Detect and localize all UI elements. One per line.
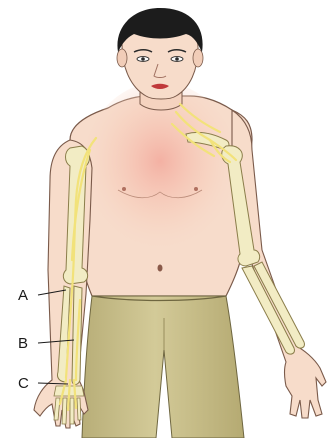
label-a: A (18, 287, 28, 304)
trousers (82, 296, 244, 438)
label-c: C (18, 375, 29, 392)
right-pupil (175, 57, 179, 61)
left-ear (117, 49, 127, 67)
left-pupil (141, 57, 145, 61)
navel (158, 265, 163, 272)
right-nipple (194, 187, 198, 191)
label-b: B (18, 335, 28, 352)
right-ear (193, 49, 203, 67)
left-nipple (122, 187, 126, 191)
